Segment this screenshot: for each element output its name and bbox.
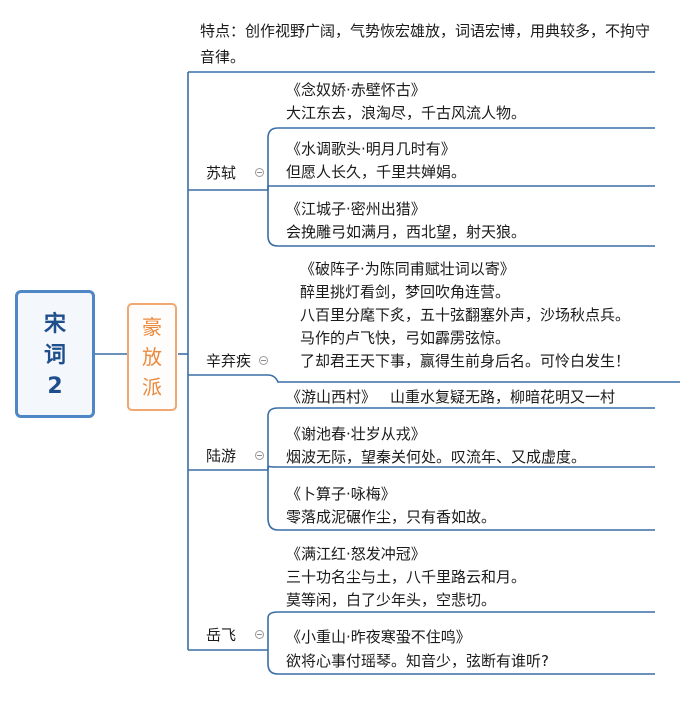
work-line: 零落成泥碾作尘，只有香如故。 (286, 508, 497, 526)
work-title[interactable]: 《游山西村》 (286, 388, 377, 406)
collapse-toggle-icon[interactable] (255, 630, 264, 639)
yue-fei-branch-2 (267, 650, 655, 675)
poet-su-shi[interactable]: 苏轼 (206, 164, 237, 182)
school-label-3: 派 (142, 375, 162, 399)
work-title[interactable]: 《小重山·昨夜寒蛩不住鸣》 (286, 628, 471, 646)
work-line: 了却君王天下事，赢得生前身后名。可怜白发生！ (300, 352, 631, 370)
work-line: 但愿人长久，千里共婵娟。 (286, 163, 467, 181)
work-line: 八百里分麾下炙，五十弦翻塞外声，沙场秋点兵。 (300, 306, 631, 324)
collapse-toggle-icon[interactable] (255, 451, 264, 460)
xin-qiji-branch-1 (267, 374, 680, 383)
work-title[interactable]: 《破阵子·为陈同甫赋壮词以寄》 (300, 260, 515, 278)
root-node[interactable]: 宋 词 2 (15, 290, 95, 418)
lu-you-branch-2 (267, 465, 655, 470)
root-label-2: 词 (43, 342, 66, 368)
lu-you-branch-3 (267, 470, 655, 531)
work-title[interactable]: 《谢池春·壮岁从戎》 (286, 425, 426, 443)
work-line: 大江东去，浪淘尽，千古风流人物。 (286, 104, 527, 122)
root-label-1: 宋 (43, 311, 66, 337)
work-line: 莫等闲，白了少年头，空悲切。 (286, 591, 497, 609)
work-title[interactable]: 《念奴娇·赤壁怀古》 (286, 81, 426, 99)
features-text: 特点：创作视野广阔，气势恢宏雄放，词语宏博，用典较多，不拘守音律。 (200, 22, 651, 66)
collapse-toggle-icon[interactable] (259, 356, 268, 365)
collapse-toggle-icon[interactable] (255, 168, 264, 177)
poet-yue-fei[interactable]: 岳飞 (206, 626, 237, 644)
work-title[interactable]: 《江城子·密州出猎》 (286, 200, 426, 218)
poet-xin-qiji[interactable]: 辛弃疾 (206, 352, 252, 370)
work-title[interactable]: 《水调歌头·明月几时有》 (286, 140, 456, 158)
school-label-1: 豪 (142, 315, 162, 339)
work-title[interactable]: 《满江红·怒发冲冠》 (286, 545, 426, 563)
school-label-2: 放 (142, 345, 162, 369)
su-shi-branch-1 (267, 127, 655, 190)
school-node[interactable]: 豪 放 派 (127, 303, 177, 411)
work-line: 欲将心事付瑶琴。知音少，弦断有谁听? (286, 652, 549, 670)
work-line: 三十功名尘与土，八千里路云和月。 (286, 568, 527, 586)
poet-lu-you[interactable]: 陆游 (206, 447, 237, 465)
work-line: 醉里挑灯看剑，梦回吹角连营。 (300, 283, 511, 301)
work-line: 马作的卢飞快，弓如霹雳弦惊。 (300, 329, 511, 347)
su-shi-branch-2 (267, 185, 655, 190)
root-label-3: 2 (47, 373, 63, 399)
su-shi-branch-3 (267, 190, 655, 247)
yue-fei-branch-1 (267, 611, 655, 650)
work-line: 会挽雕弓如满月，西北望，射天狼。 (286, 223, 527, 241)
work-line: 烟波无际，望秦关何处。叹流年、又成虚度。 (286, 448, 587, 466)
lu-you-branch-1 (267, 407, 655, 470)
work-title[interactable]: 《卜算子·咏梅》 (286, 485, 396, 503)
work-line: 山重水复疑无路，柳暗花明又一村 (390, 388, 616, 406)
